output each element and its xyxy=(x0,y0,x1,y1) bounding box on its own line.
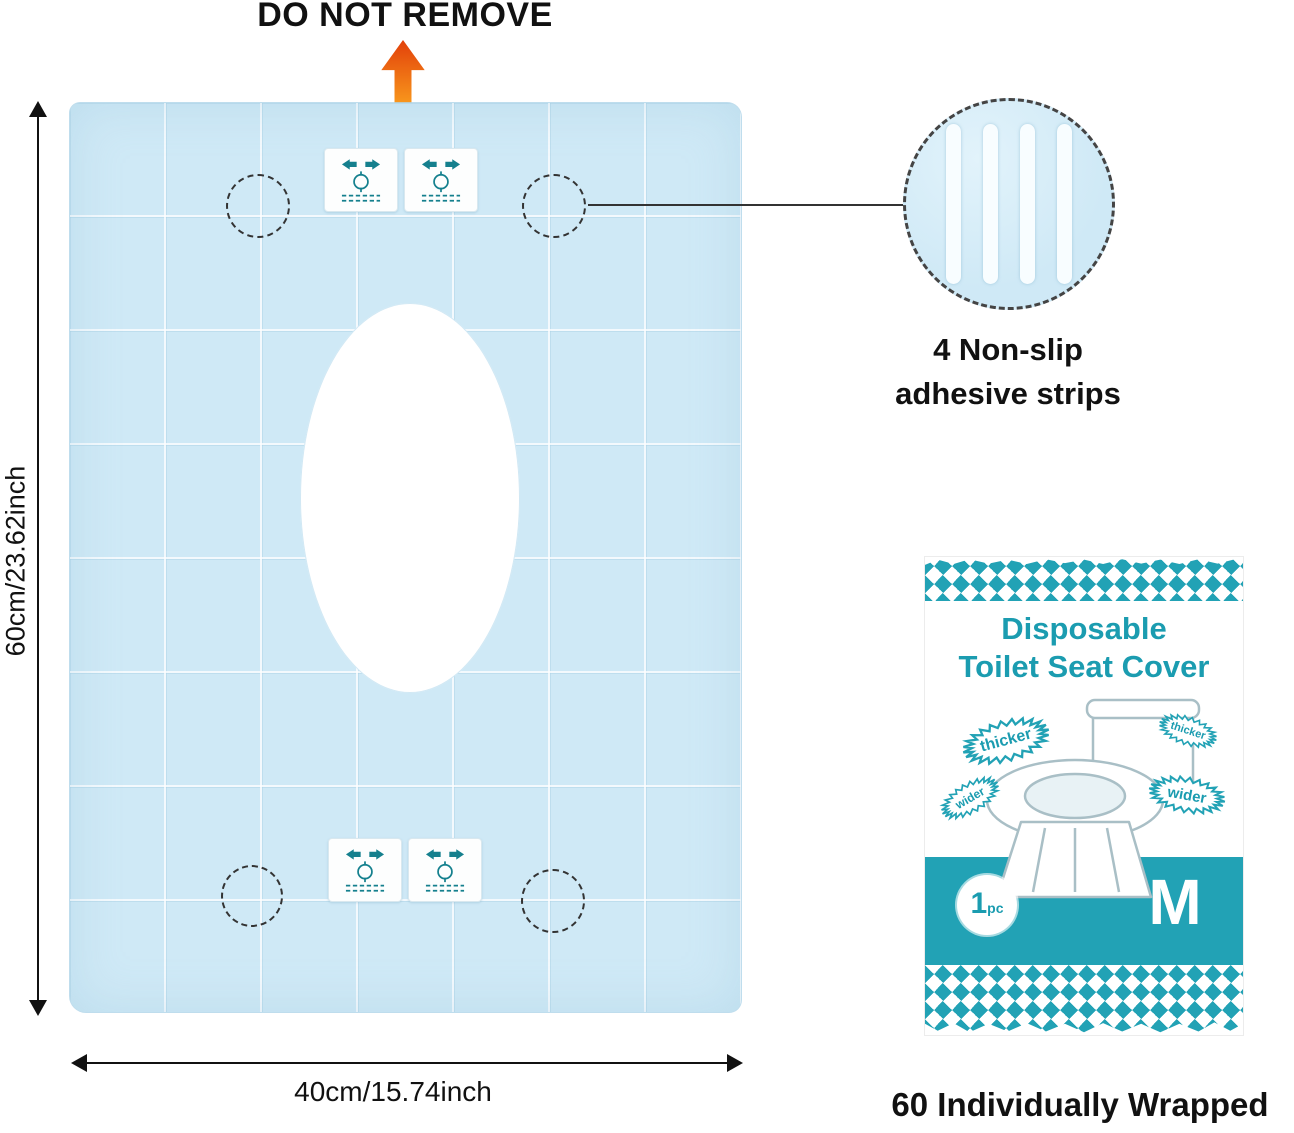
adhesive-strips-zoom-circle xyxy=(903,98,1115,310)
count-badge: 1 pc xyxy=(957,875,1017,935)
package-title-line2: Toilet Seat Cover xyxy=(958,649,1210,684)
package-diamond-pattern-bottom xyxy=(925,965,1243,1033)
arrowhead-right-icon xyxy=(727,1054,743,1072)
up-arrow-icon xyxy=(381,40,425,106)
arrowhead-up-icon xyxy=(29,101,47,117)
count-number: 1 xyxy=(970,887,988,920)
adhesive-patch-icon xyxy=(328,838,402,902)
adhesive-spot-marker-icon xyxy=(226,174,290,238)
adhesive-spot-marker-icon xyxy=(522,174,586,238)
width-dimension-label: 40cm/15.74inch xyxy=(294,1076,492,1107)
strips-caption-line2: adhesive strips xyxy=(895,376,1121,412)
seat-cover-hole xyxy=(300,303,520,693)
toilet-seat-cover-sheet xyxy=(70,103,741,1012)
strips-caption: 4 Non-slip adhesive strips xyxy=(858,328,1158,416)
adhesive-strip xyxy=(1020,124,1035,284)
adhesive-spot-marker-icon xyxy=(521,869,585,933)
arrowhead-down-icon xyxy=(29,1000,47,1016)
adhesive-strip xyxy=(983,124,998,284)
count-unit: pc xyxy=(987,900,1004,916)
adhesive-patch-icon xyxy=(404,148,478,212)
package-title-line1: Disposable xyxy=(1001,611,1167,646)
package-mockup: Disposable Toilet Seat Cover thicker thi… xyxy=(925,557,1243,1035)
size-letter: M xyxy=(1148,866,1202,938)
adhesive-spot-marker-icon xyxy=(221,865,283,927)
adhesive-patch-icon xyxy=(408,838,482,902)
adhesive-strip xyxy=(946,124,961,284)
height-dimension-line xyxy=(37,110,39,1010)
adhesive-strip xyxy=(1057,124,1072,284)
wrapped-count-label: 60 Individually Wrapped xyxy=(891,1086,1269,1123)
height-dimension-label: 60cm/23.62inch xyxy=(0,465,31,657)
arrowhead-left-icon xyxy=(71,1054,87,1072)
width-dimension-line xyxy=(84,1062,730,1064)
strips-caption-line1: 4 Non-slip xyxy=(933,332,1083,367)
do-not-remove-label: DO NOT REMOVE xyxy=(257,0,553,34)
package-diamond-pattern-top xyxy=(925,559,1243,601)
adhesive-patch-icon xyxy=(324,148,398,212)
callout-line xyxy=(588,204,904,206)
